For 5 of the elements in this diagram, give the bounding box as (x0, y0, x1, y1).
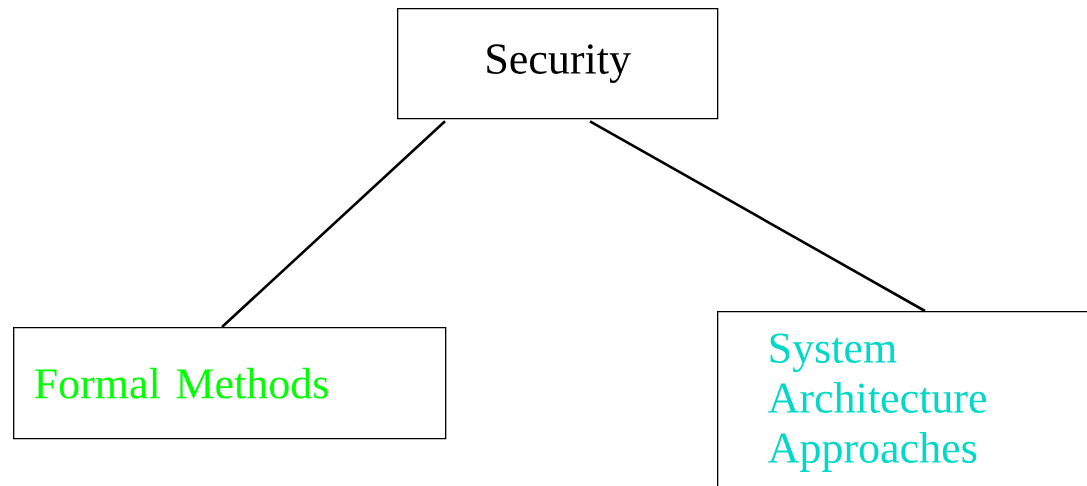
connector-line (221, 120, 446, 328)
connector-line (589, 120, 926, 313)
box: Formal Methods (13, 327, 447, 440)
box: System Architecture Approaches (717, 311, 1087, 486)
box: Security (397, 8, 719, 120)
